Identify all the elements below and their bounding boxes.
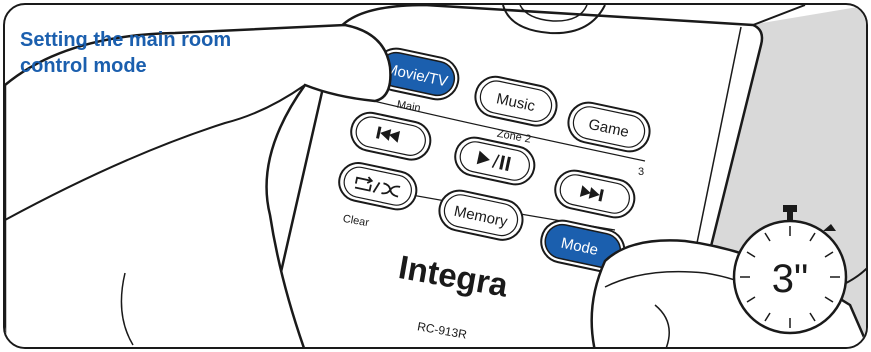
caption-line-2: control mode xyxy=(20,55,147,77)
caption-title: Setting the main room control mode xyxy=(20,27,231,79)
timer-label: 3" xyxy=(772,257,808,301)
play-pause-button[interactable] xyxy=(452,134,538,188)
left-hand xyxy=(5,23,392,347)
play-pause-icon xyxy=(476,150,511,171)
previous-button[interactable] xyxy=(348,109,434,163)
clear-label: Clear xyxy=(342,213,370,229)
memory-button[interactable]: Memory xyxy=(436,187,526,244)
zone2-label: Zone 2 xyxy=(496,128,532,146)
game-button[interactable]: Game xyxy=(565,99,654,155)
stopwatch-icon: 3" xyxy=(732,205,848,335)
skip-previous-icon xyxy=(376,126,401,143)
remote-illustration: Movie/TV Main Music Zone 2 Game 3 xyxy=(5,5,866,347)
caption-line-1: Setting the main room xyxy=(20,29,232,51)
main-zone-label: Main xyxy=(396,99,422,115)
next-button[interactable] xyxy=(552,167,638,221)
illustration-frame: Movie/TV Main Music Zone 2 Game 3 xyxy=(3,3,868,349)
repeat-shuffle-icon xyxy=(354,176,401,198)
repeat-shuffle-button[interactable] xyxy=(336,159,420,212)
zone3-label: 3 xyxy=(638,166,644,178)
music-button[interactable]: Music xyxy=(472,73,561,129)
mode-button[interactable]: Mode xyxy=(537,217,628,276)
skip-next-icon xyxy=(579,185,604,202)
